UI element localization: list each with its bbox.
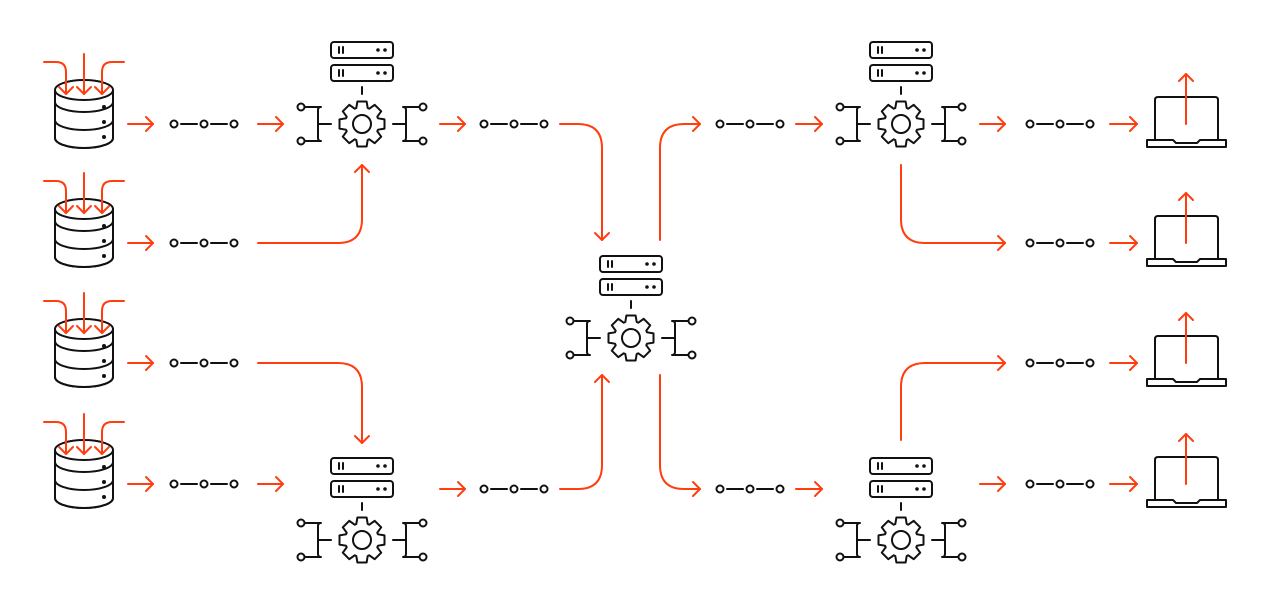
arrow-icon [979,476,1006,492]
server-icon [869,480,933,498]
incoming-data-arrows-icon [43,292,125,334]
upload-arrow-icon [1178,192,1194,244]
flow-arrow-icon [900,355,1006,441]
database-icon [54,318,114,388]
right-connector-bracket-icon [931,518,967,562]
incoming-data-arrows-icon [43,413,125,455]
gear-icon [877,100,925,148]
right-connector-bracket-icon [661,316,697,360]
server-icon [330,64,394,82]
flow-arrow-icon [900,164,1006,251]
distribution-node [835,457,967,564]
dotted-link-icon [1025,238,1095,248]
arrow-icon [795,481,823,497]
gear-icon [607,314,655,362]
incoming-data-arrows-icon [43,53,125,95]
dotted-link-icon [479,119,549,129]
dotted-link-icon [169,119,239,129]
arrow-icon [127,355,154,371]
gear-icon [338,516,386,564]
upload-arrow-icon [1178,312,1194,364]
distribution-node [835,41,967,148]
arrow-icon [795,116,823,132]
arrow-icon [127,476,154,492]
dotted-link-icon [479,484,549,494]
incoming-data-arrows-icon [43,172,125,214]
right-connector-bracket-icon [931,102,967,146]
database-icon [54,198,114,268]
arrow-icon [257,476,284,492]
server-icon [330,41,394,59]
server-icon [869,64,933,82]
flow-arrow-icon [257,362,370,444]
left-connector-bracket-icon [835,518,871,562]
dotted-link-icon [715,119,785,129]
flow-arrow-icon [257,164,370,244]
server-icon [599,278,663,296]
server-icon [599,255,663,273]
dotted-link-icon [169,479,239,489]
gear-icon [877,516,925,564]
flow-arrow-icon [559,374,610,490]
gear-icon [338,100,386,148]
arrow-icon [1109,235,1138,251]
dotted-link-icon [1025,358,1095,368]
dotted-link-icon [169,238,239,248]
arrow-icon [439,116,466,132]
arrow-icon [1109,116,1138,132]
left-connector-bracket-icon [296,518,332,562]
arrow-icon [127,116,154,132]
central-processing-node [565,255,697,362]
arrow-icon [257,116,284,132]
left-connector-bracket-icon [565,316,601,360]
left-connector-bracket-icon [296,102,332,146]
arrow-icon [127,235,154,251]
left-connector-bracket-icon [835,102,871,146]
arrow-icon [1109,355,1138,371]
arrow-icon [979,116,1006,132]
dotted-link-icon [715,484,785,494]
upload-arrow-icon [1178,433,1194,485]
database-icon [54,439,114,509]
flow-arrow-icon [659,116,701,241]
upload-arrow-icon [1178,73,1194,125]
processing-node [296,457,428,564]
dotted-link-icon [1025,119,1095,129]
dotted-link-icon [1025,479,1095,489]
processing-node [296,41,428,148]
flow-arrow-icon [659,374,701,497]
right-connector-bracket-icon [392,102,428,146]
server-icon [330,480,394,498]
arrow-icon [439,481,466,497]
right-connector-bracket-icon [392,518,428,562]
flow-arrow-icon [559,123,610,241]
arrow-icon [1109,476,1138,492]
server-icon [330,457,394,475]
server-icon [869,41,933,59]
dotted-link-icon [169,358,239,368]
server-icon [869,457,933,475]
database-icon [54,79,114,149]
